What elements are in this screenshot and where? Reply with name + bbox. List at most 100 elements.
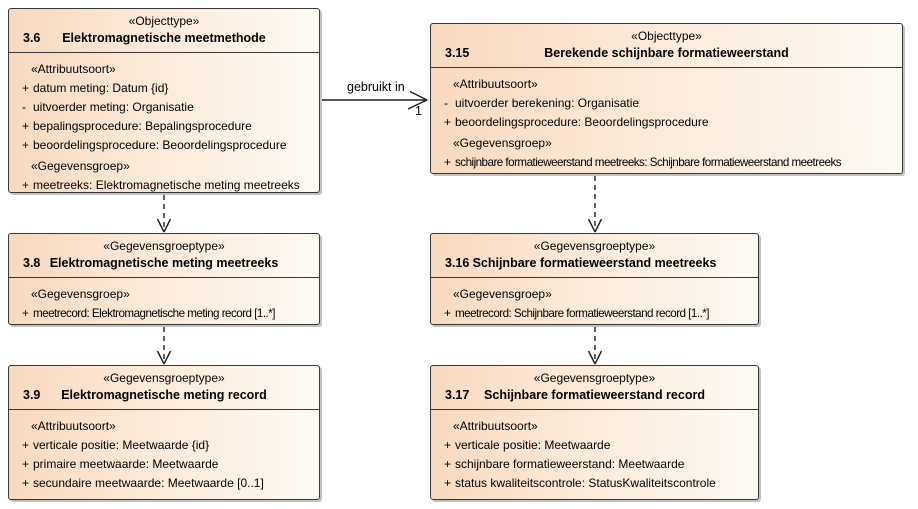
- attribute-row: + verticale positie: Meetwaarde {id}: [9, 436, 315, 455]
- attribute-text: verticale positie: Meetwaarde {id}: [33, 438, 210, 452]
- attribute-row: + meetrecord: Elektromagnetische meting …: [9, 304, 315, 323]
- attribute-row: + beoordelingsprocedure: Beoordelingspro…: [9, 136, 315, 155]
- dependency-arrow-36-to-38[interactable]: [156, 195, 172, 233]
- visibility-marker: +: [444, 115, 452, 129]
- visibility-marker: +: [22, 178, 30, 192]
- attribute-row: + secundaire meetwaarde: Meetwaarde [0..…: [9, 474, 315, 493]
- visibility-marker: +: [22, 306, 30, 320]
- box-header: «Objecttype» 3.15 Berekende schijnbare f…: [431, 24, 902, 68]
- attribute-row: + bepalingsprocedure: Bepalingsprocedure: [9, 117, 315, 136]
- attribute-row: + primaire meetwaarde: Meetwaarde: [9, 455, 315, 474]
- attribute-text: schijnbare formatieweerstand: Meetwaarde: [455, 457, 685, 471]
- attribute-text: status kwaliteitscontrole: StatusKwalite…: [455, 476, 716, 490]
- class-box-3-6-elektromagnetische-meetmethode[interactable]: «Objecttype» 3.6 Elektromagnetische meet…: [8, 8, 320, 193]
- box-header: «Objecttype» 3.6 Elektromagnetische meet…: [9, 9, 319, 53]
- box-title-row: 3.16 Schijnbare formatieweerstand meetre…: [431, 254, 758, 273]
- box-title-row: 3.6 Elektromagnetische meetmethode: [9, 29, 319, 48]
- attribute-row: + status kwaliteitscontrole: StatusKwali…: [431, 474, 754, 493]
- attribute-text: bepalingsprocedure: Bepalingsprocedure: [33, 119, 252, 133]
- section-header-gegevensgroep: «Gegevensgroep»: [31, 287, 130, 301]
- section-header-attribuutsoort: «Attribuutsoort»: [31, 419, 116, 433]
- visibility-marker: +: [444, 306, 452, 320]
- visibility-marker: +: [22, 119, 30, 133]
- attribute-text: uitvoerder meting: Organisatie: [33, 100, 194, 114]
- attribute-row: + meetreeks: Elektromagnetische meting m…: [9, 176, 315, 195]
- section-header-attribuutsoort: «Attribuutsoort»: [31, 62, 116, 76]
- visibility-marker: +: [22, 476, 30, 490]
- section-header-attribuutsoort: «Attribuutsoort»: [453, 77, 538, 91]
- stereotype-label: «Gegevensgroeptype»: [533, 239, 656, 253]
- visibility-marker: +: [444, 155, 452, 169]
- box-number: 3.15: [445, 46, 470, 60]
- attribute-text: verticale positie: Meetwaarde: [455, 438, 611, 452]
- stereotype-label: «Gegevensgroeptype»: [103, 239, 225, 253]
- dependency-arrow-316-to-317[interactable]: [587, 327, 603, 365]
- box-header: «Gegevensgroeptype» 3.16 Schijnbare form…: [431, 234, 758, 278]
- box-number: 3.8: [23, 256, 41, 270]
- stereotype-label: «Objecttype»: [128, 14, 200, 28]
- class-box-3-9-elektromagnetische-meting-record[interactable]: «Gegevensgroeptype» 3.9 Elektromagnetisc…: [8, 365, 320, 500]
- visibility-marker: +: [22, 138, 30, 152]
- class-box-3-15-berekende-schijnbare-formatieweerstand[interactable]: «Objecttype» 3.15 Berekende schijnbare f…: [430, 23, 903, 174]
- attribute-text: meetreeks: Elektromagnetische meting mee…: [33, 178, 300, 192]
- attribute-row: + beoordelingsprocedure: Beoordelingspro…: [431, 113, 898, 132]
- box-title: Berekende schijnbare formatieweerstand: [544, 46, 789, 60]
- association-label-gebruikt-in[interactable]: gebruikt in: [347, 80, 405, 94]
- attribute-row: + verticale positie: Meetwaarde: [431, 436, 754, 455]
- attribute-row: + schijnbare formatieweerstand meetreeks…: [431, 153, 898, 172]
- attribute-text: uitvoerder berekening: Organisatie: [455, 96, 640, 110]
- box-title-row: 3.17 Schijnbare formatieweerstand record: [431, 386, 758, 405]
- class-box-3-16-schijnbare-formatieweerstand-meetreeks[interactable]: «Gegevensgroeptype» 3.16 Schijnbare form…: [430, 233, 759, 325]
- visibility-marker: -: [22, 100, 26, 114]
- attribute-text: secundaire meetwaarde: Meetwaarde [0..1]: [33, 476, 264, 490]
- box-number: 3.9: [23, 388, 41, 402]
- attribute-row: - uitvoerder berekening: Organisatie: [431, 94, 898, 113]
- dependency-arrow-315-to-316[interactable]: [587, 176, 603, 233]
- box-title: Schijnbare formatieweerstand meetreeks: [472, 256, 717, 270]
- attribute-text: beoordelingsprocedure: Beoordelingsproce…: [455, 115, 709, 129]
- box-header: «Gegevensgroeptype» 3.9 Elektromagnetisc…: [9, 366, 319, 410]
- box-title: Elektromagnetische meetmethode: [62, 31, 266, 45]
- visibility-marker: +: [22, 457, 30, 471]
- box-body: «Attribuutsoort» + verticale positie: Me…: [431, 410, 758, 495]
- stereotype-label: «Gegevensgroeptype»: [533, 371, 656, 385]
- section-header-gegevensgroep: «Gegevensgroep»: [31, 159, 130, 173]
- association-multiplicity[interactable]: 1: [415, 104, 422, 118]
- box-number: 3.17: [445, 388, 470, 402]
- box-header: «Gegevensgroeptype» 3.8 Elektromagnetisc…: [9, 234, 319, 278]
- class-box-3-8-elektromagnetische-meting-meetreeks[interactable]: «Gegevensgroeptype» 3.8 Elektromagnetisc…: [8, 233, 320, 325]
- box-body: «Gegevensgroep» + meetrecord: Schijnbare…: [431, 278, 758, 325]
- box-number: 3.16: [445, 256, 470, 270]
- attribute-text: beoordelingsprocedure: Beoordelingsproce…: [33, 138, 287, 152]
- box-number: 3.6: [23, 31, 41, 45]
- stereotype-label: «Objecttype»: [631, 29, 702, 43]
- visibility-marker: +: [22, 81, 30, 95]
- visibility-marker: +: [444, 476, 452, 490]
- visibility-marker: +: [22, 438, 30, 452]
- attribute-row: + meetrecord: Schijnbare formatieweersta…: [431, 304, 754, 323]
- attribute-text: datum meting: Datum {id}: [33, 81, 169, 95]
- attribute-text: primaire meetwaarde: Meetwaarde: [33, 457, 219, 471]
- box-header: «Gegevensgroeptype» 3.17 Schijnbare form…: [431, 366, 758, 410]
- dependency-arrow-38-to-39[interactable]: [156, 327, 172, 365]
- visibility-marker: +: [444, 438, 452, 452]
- attribute-row: + schijnbare formatieweerstand: Meetwaar…: [431, 455, 754, 474]
- stereotype-label: «Gegevensgroeptype»: [103, 371, 225, 385]
- box-title: Elektromagnetische meting record: [61, 388, 267, 402]
- section-header-gegevensgroep: «Gegevensgroep»: [453, 136, 552, 150]
- section-header-gegevensgroep: «Gegevensgroep»: [453, 287, 552, 301]
- class-box-3-17-schijnbare-formatieweerstand-record[interactable]: «Gegevensgroeptype» 3.17 Schijnbare form…: [430, 365, 759, 500]
- visibility-marker: -: [444, 96, 448, 110]
- attribute-text: schijnbare formatieweerstand meetreeks: …: [455, 155, 842, 169]
- box-title-row: 3.15 Berekende schijnbare formatieweerst…: [431, 44, 902, 63]
- attribute-text: meetrecord: Elektromagnetische meting re…: [33, 306, 275, 320]
- box-body: «Attribuutsoort» + verticale positie: Me…: [9, 410, 319, 495]
- association-gebruikt-in[interactable]: [321, 90, 428, 110]
- section-header-attribuutsoort: «Attribuutsoort»: [453, 419, 538, 433]
- box-body: «Gegevensgroep» + meetrecord: Elektromag…: [9, 278, 319, 325]
- attribute-row: - uitvoerder meting: Organisatie: [9, 98, 315, 117]
- box-title-row: 3.8 Elektromagnetische meting meetreeks: [9, 254, 319, 273]
- box-body: «Attribuutsoort» - uitvoerder berekening…: [431, 68, 902, 174]
